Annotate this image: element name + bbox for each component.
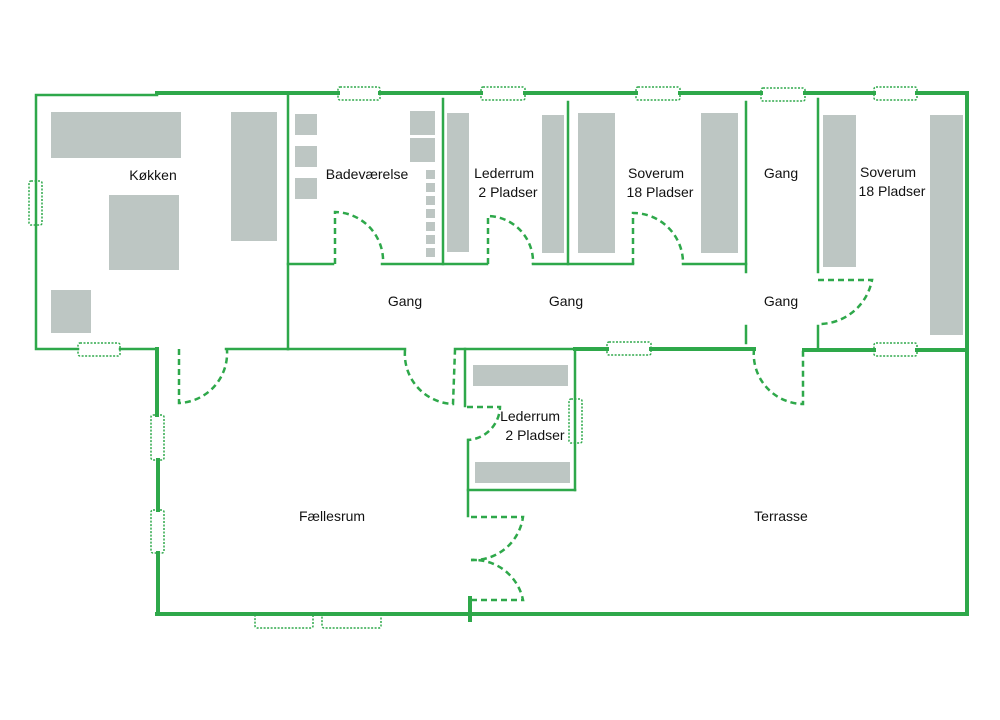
room-label-line: Terrasse [754, 508, 808, 524]
bathroom-rack [426, 170, 435, 179]
room-label-line: Gang [764, 293, 798, 309]
room-label-kokken: Køkken [129, 167, 176, 183]
kitchen-counter [51, 112, 181, 158]
window [254, 613, 314, 629]
room-label-line: Gang [388, 293, 422, 309]
window [760, 87, 806, 102]
window [337, 86, 381, 101]
shower-1 [410, 111, 435, 135]
window [28, 180, 43, 226]
window [150, 414, 165, 461]
window [606, 341, 652, 356]
door [470, 558, 525, 602]
door [177, 349, 229, 405]
bathroom-sink-2 [295, 146, 317, 167]
window [480, 86, 526, 101]
room-label-line: Lederrum [500, 408, 560, 424]
window [321, 613, 382, 629]
room-label-badevaerelse: Badeværelse [326, 166, 409, 182]
leader-bed-1 [447, 113, 469, 252]
leader-bed-2 [542, 115, 564, 253]
room-label-gang-top-right: Gang [764, 165, 798, 181]
room-label-soverum-2: Soverum 18 Pladser [859, 164, 926, 199]
bunk-bed-3 [823, 115, 856, 267]
door [403, 349, 457, 406]
bathroom-rack [426, 196, 435, 205]
door [333, 210, 385, 265]
door [631, 211, 685, 265]
bunk-bed-2 [701, 113, 738, 253]
shower-2 [410, 138, 435, 162]
bunk-bed-1 [578, 113, 615, 253]
room-labels: Køkken Badeværelse Lederrum 2 Pladser So… [129, 164, 926, 524]
room-label-lederrum-bottom: Lederrum 2 Pladser [500, 408, 565, 443]
kitchen-counter-side [231, 112, 277, 241]
door [466, 405, 502, 442]
window [568, 398, 583, 444]
bathroom-rack [426, 235, 435, 244]
bathroom-rack [426, 209, 435, 218]
window [873, 342, 918, 357]
room-label-gang-right: Gang [764, 293, 798, 309]
kitchen-table [109, 195, 179, 270]
bathroom-rack [426, 222, 435, 231]
room-label-line: Gang [549, 293, 583, 309]
room-label-gang-left: Gang [388, 293, 422, 309]
room-label-soverum-1: Soverum 18 Pladser [627, 165, 694, 200]
furniture [51, 111, 963, 483]
leader-bed-3 [473, 365, 568, 386]
window [150, 509, 165, 554]
room-label-line: Køkken [129, 167, 176, 183]
room-label-line: Badeværelse [326, 166, 409, 182]
leader-bed-4 [475, 462, 570, 483]
kitchen-outer-wall [34, 93, 159, 351]
window [635, 86, 681, 101]
room-label-line: Gang [764, 165, 798, 181]
bathroom-sink-1 [295, 114, 317, 135]
bathroom-rack [426, 248, 435, 257]
room-label-line: Soverum [628, 165, 684, 181]
bunk-bed-4 [930, 115, 963, 335]
doors [177, 210, 874, 602]
window [873, 86, 918, 101]
kitchen-cabinet [51, 290, 91, 333]
room-label-line: 18 Pladser [859, 183, 926, 199]
room-label-line: 2 Pladser [478, 184, 537, 200]
door [486, 214, 535, 265]
room-label-line: Fællesrum [299, 508, 365, 524]
door [817, 278, 874, 326]
room-label-gang-middle: Gang [549, 293, 583, 309]
room-label-line: 2 Pladser [505, 427, 564, 443]
windows [28, 86, 918, 629]
room-label-faellesrum: Fællesrum [299, 508, 365, 524]
room-label-line: Lederrum [474, 165, 534, 181]
room-label-terrasse: Terrasse [754, 508, 808, 524]
door [752, 348, 805, 406]
room-label-lederrum-top: Lederrum 2 Pladser [474, 165, 538, 200]
window [77, 342, 121, 357]
room-label-line: 18 Pladser [627, 184, 694, 200]
bathroom-sink-3 [295, 178, 317, 199]
room-label-line: Soverum [860, 164, 916, 180]
bathroom-rack [426, 183, 435, 192]
door [470, 515, 525, 562]
